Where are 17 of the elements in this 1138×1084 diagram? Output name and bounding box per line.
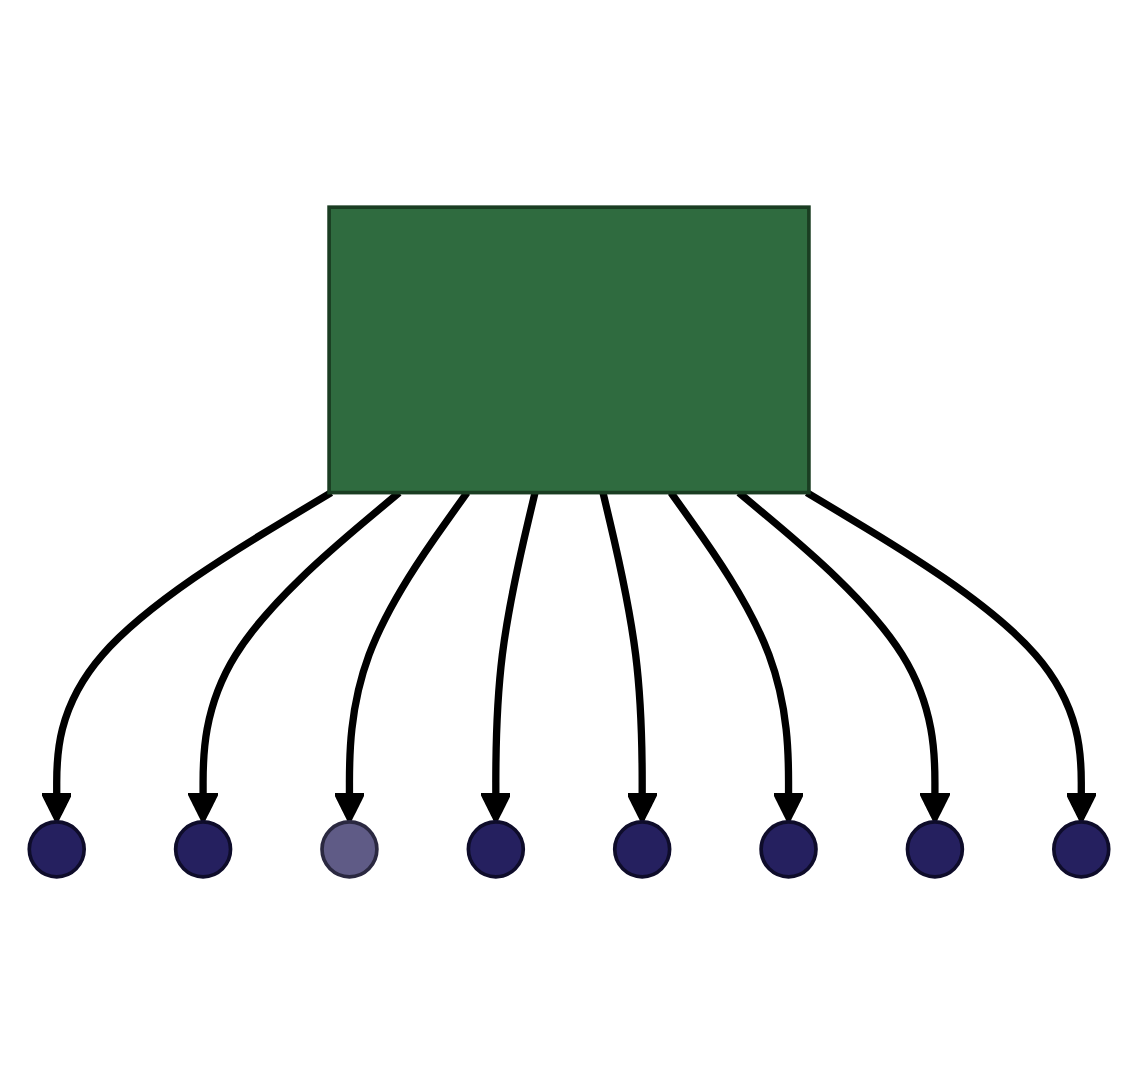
node-circle [612,820,672,879]
node-circle [27,820,86,879]
node-circle [759,820,818,879]
node-circle [320,820,379,879]
arrow [736,489,951,824]
node-box [327,205,811,495]
arrow [804,489,1098,824]
arrow [187,489,402,824]
arrow [40,489,334,824]
arrow [479,491,539,824]
node-circle [173,820,233,879]
node-circle [1052,820,1111,879]
node-circle [466,820,526,879]
arrow [333,490,471,824]
arrow [667,490,805,824]
node-circle [905,820,965,879]
arrow [599,491,659,824]
